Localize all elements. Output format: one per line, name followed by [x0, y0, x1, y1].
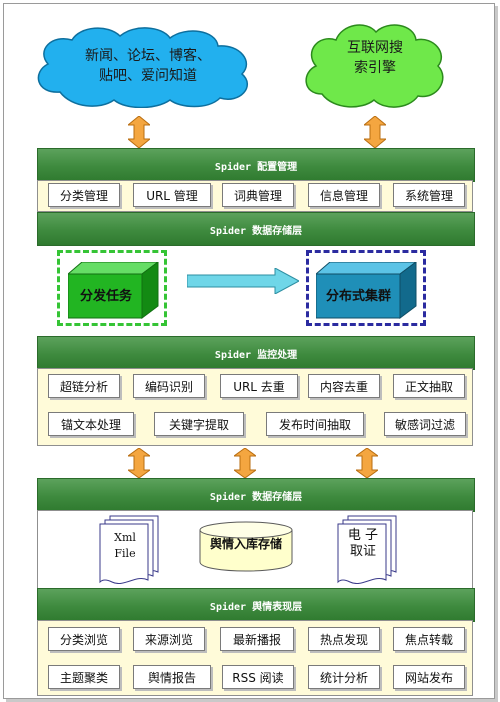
- double-arrow-icon: [128, 448, 150, 478]
- double-arrow-icon: [364, 116, 386, 148]
- task-dashed-frame: [57, 250, 167, 326]
- monitor-title: Spider 监控处理: [214, 349, 298, 361]
- double-arrow-icon: [356, 448, 378, 478]
- monitor-item: 发布时间抽取: [266, 412, 364, 436]
- config-item: 信息管理: [308, 183, 380, 207]
- xml-file-icon: [99, 515, 159, 584]
- config-item: URL 管理: [133, 183, 211, 207]
- evidence-label: 电 子 取证: [340, 528, 386, 560]
- storage-band-2: Spider 数据存储层: [37, 478, 475, 512]
- monitor-item: 内容去重: [308, 374, 380, 398]
- database-icon: [199, 521, 293, 572]
- db-label: 舆情入库存储: [209, 537, 282, 551]
- presentation-item: 舆情报告: [133, 665, 211, 689]
- presentation-title: Spider 舆情表现层: [209, 601, 303, 613]
- cluster-label: 分布式集群: [326, 289, 392, 304]
- monitor-band: Spider 监控处理: [37, 336, 475, 370]
- storage-title-1: Spider 数据存储层: [209, 225, 303, 237]
- left-cloud-line: 新闻、论坛、博客、: [85, 48, 211, 64]
- presentation-item: 最新播报: [220, 627, 294, 651]
- monitor-item: 敏感词过滤: [384, 412, 466, 436]
- evidence-line: 取证: [349, 544, 376, 559]
- xml-line: File: [114, 547, 136, 560]
- double-arrow-icon: [128, 116, 150, 148]
- monitor-item: 正文抽取: [393, 374, 465, 398]
- monitor-item: 编码识别: [133, 374, 205, 398]
- evidence-line: 电 子: [347, 528, 379, 543]
- left-cloud-line: 贴吧、爱问知道: [99, 68, 197, 84]
- xml-line: Xml: [114, 531, 136, 544]
- monitor-item: 锚文本处理: [48, 412, 134, 436]
- config-band: Spider 配置管理: [37, 148, 475, 182]
- storage-title-2: Spider 数据存储层: [209, 491, 303, 503]
- monitor-item: URL 去重: [220, 374, 298, 398]
- monitor-item: 关键字提取: [154, 412, 244, 436]
- right-cloud-text: 互联网搜 索引擎: [320, 38, 430, 78]
- presentation-band: Spider 舆情表现层: [37, 588, 475, 622]
- monitor-item: 超链分析: [48, 374, 120, 398]
- right-arrow-icon: [187, 268, 299, 294]
- right-cloud-line: 互联网搜: [347, 40, 403, 56]
- cluster-box-3d: [316, 262, 417, 319]
- task-label: 分发任务: [80, 289, 133, 304]
- right-cloud-line: 索引擎: [354, 60, 396, 76]
- double-arrow-icon: [234, 448, 256, 478]
- right-cloud: [305, 24, 444, 108]
- config-item: 词典管理: [222, 183, 294, 207]
- config-item: 分类管理: [48, 183, 120, 207]
- presentation-item: 主题聚类: [48, 665, 120, 689]
- left-cloud-text: 新闻、论坛、博客、 贴吧、爱问知道: [58, 46, 238, 86]
- config-item: 系统管理: [393, 183, 465, 207]
- task-box-3d: [68, 262, 159, 319]
- presentation-item: 统计分析: [308, 665, 380, 689]
- presentation-item: 分类浏览: [48, 627, 120, 651]
- left-cloud: [37, 27, 249, 108]
- presentation-item: 热点发现: [308, 627, 380, 651]
- config-title: Spider 配置管理: [214, 161, 298, 173]
- xml-file-label: Xml File: [102, 530, 148, 562]
- presentation-item: 网站发布: [393, 665, 465, 689]
- cluster-dashed-frame: [306, 250, 426, 326]
- evidence-doc-icon: [337, 515, 397, 584]
- presentation-item: RSS 阅读: [222, 665, 294, 689]
- presentation-item: 来源浏览: [133, 627, 205, 651]
- storage-band-1: Spider 数据存储层: [37, 212, 475, 246]
- presentation-item: 焦点转载: [393, 627, 465, 651]
